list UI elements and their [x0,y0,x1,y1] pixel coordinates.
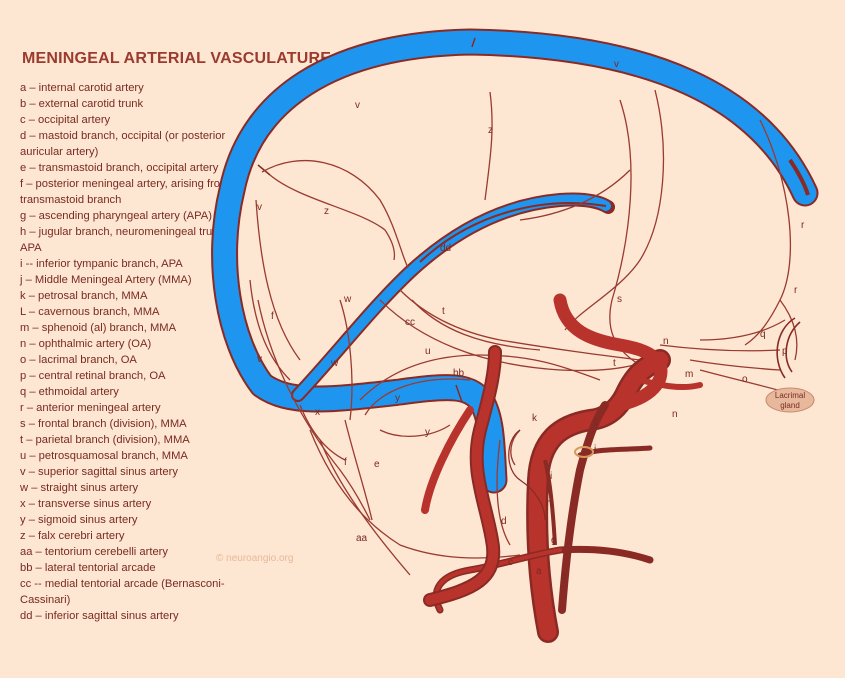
legend-item: r – anterior meningeal artery [20,402,161,414]
label-g: g [551,535,557,546]
legend-item: v – superior sagittal sinus artery [20,466,178,478]
legend: a – internal carotid artery b – external … [20,80,232,624]
legend-item: aa – tentorium cerebelli artery [20,546,168,558]
label-y: y [425,427,430,438]
label-z: z [324,206,329,217]
label-w: w [343,294,352,305]
legend-item: h – jugular branch, neuromeningeal trunk… [20,226,228,254]
label-h: h [546,498,552,509]
lacrimal-gland-label-1: Lacrimal [775,391,805,400]
label-u: u [425,346,431,357]
label-w: w [330,358,339,369]
label-r: r [801,220,805,231]
lacrimal-gland: Lacrimal gland [765,387,815,413]
legend-item: x – transverse sinus artery [20,498,152,510]
label-i: i [550,471,552,482]
legend-item: s – frontal branch (division), MMA [20,418,187,430]
legend-item: z – falx cerebri artery [20,530,125,542]
label-dd: dd [440,243,451,254]
label-q: q [760,329,766,340]
label-v: v [257,354,262,365]
legend-item: o – lacrimal branch, OA [20,354,137,366]
label-f: f [344,457,347,468]
orbit [776,317,801,379]
legend-item: j – Middle Meningeal Artery (MMA) [20,274,192,286]
legend-item: t – parietal branch (division), MMA [20,434,190,446]
fine-arteries [249,89,798,576]
label-s: s [617,294,622,305]
legend-item: cc -- medial tentorial arcade (Bernascon… [20,578,225,606]
legend-item: bb – lateral tentorial arcade [20,562,156,574]
diagram-labels: v v v v z z dd r r w w f f s t t cc u bb… [257,59,805,582]
label-t: t [442,306,445,317]
legend-item: w – straight sinus artery [20,482,139,494]
major-arteries [421,293,703,643]
legend-item: k – petrosal branch, MMA [20,290,148,302]
label-aa: aa [356,533,368,544]
label-r: r [794,285,798,296]
label-p: p [782,346,788,357]
legend-item: p – central retinal branch, OA [20,370,166,382]
legend-item: q – ethmoidal artery [20,386,119,398]
venous-sinuses [211,28,819,494]
label-e: e [374,459,380,470]
label-bb: bb [453,368,465,379]
legend-item: y – sigmoid sinus artery [20,514,138,526]
label-cc: cc [405,317,415,328]
legend-item: b – external carotid trunk [20,98,144,110]
middle-meningeal-artery [577,445,653,458]
label-L: L [594,417,600,428]
label-y: y [395,393,400,404]
legend-item: f – posterior meningeal artery, arising … [20,178,230,206]
label-m: m [685,369,693,380]
label-v: v [257,202,262,213]
label-n: n [663,336,669,347]
label-k: k [532,413,538,424]
legend-item: dd – inferior sagittal sinus artery [20,610,179,622]
lacrimal-gland-label-2: gland [780,401,800,410]
label-d: d [501,516,507,527]
label-z: z [488,125,493,136]
legend-item: e – transmastoid branch, occipital arter… [20,162,219,174]
legend-item: u – petrosquamosal branch, MMA [20,450,188,462]
label-v: v [614,59,619,70]
external-carotid-artery [558,401,609,614]
label-f: f [271,311,274,322]
legend-item: i -- inferior tympanic branch, APA [20,258,183,270]
legend-item: m – sphenoid (al) branch, MMA [20,322,177,334]
legend-item: L – cavernous branch, MMA [20,306,160,318]
label-t: t [613,358,616,369]
legend-item: g – ascending pharyngeal artery (APA) [20,210,212,222]
page-title: MENINGEAL ARTERIAL VASCULATURE [22,50,332,67]
label-v: v [355,100,360,111]
label-j: j [593,444,596,455]
label-x: x [315,407,320,418]
label-n: n [672,409,678,420]
label-b: b [561,571,567,582]
watermark: © neuroangio.org [216,553,293,564]
label-o: o [742,374,748,385]
label-c: c [508,557,513,568]
legend-item: a – internal carotid artery [20,82,144,94]
label-a: a [536,566,542,577]
legend-item: n – ophthalmic artery (OA) [20,338,152,350]
legend-item: c – occipital artery [20,114,111,126]
legend-item: d – mastoid branch, occipital (or poster… [20,130,226,158]
